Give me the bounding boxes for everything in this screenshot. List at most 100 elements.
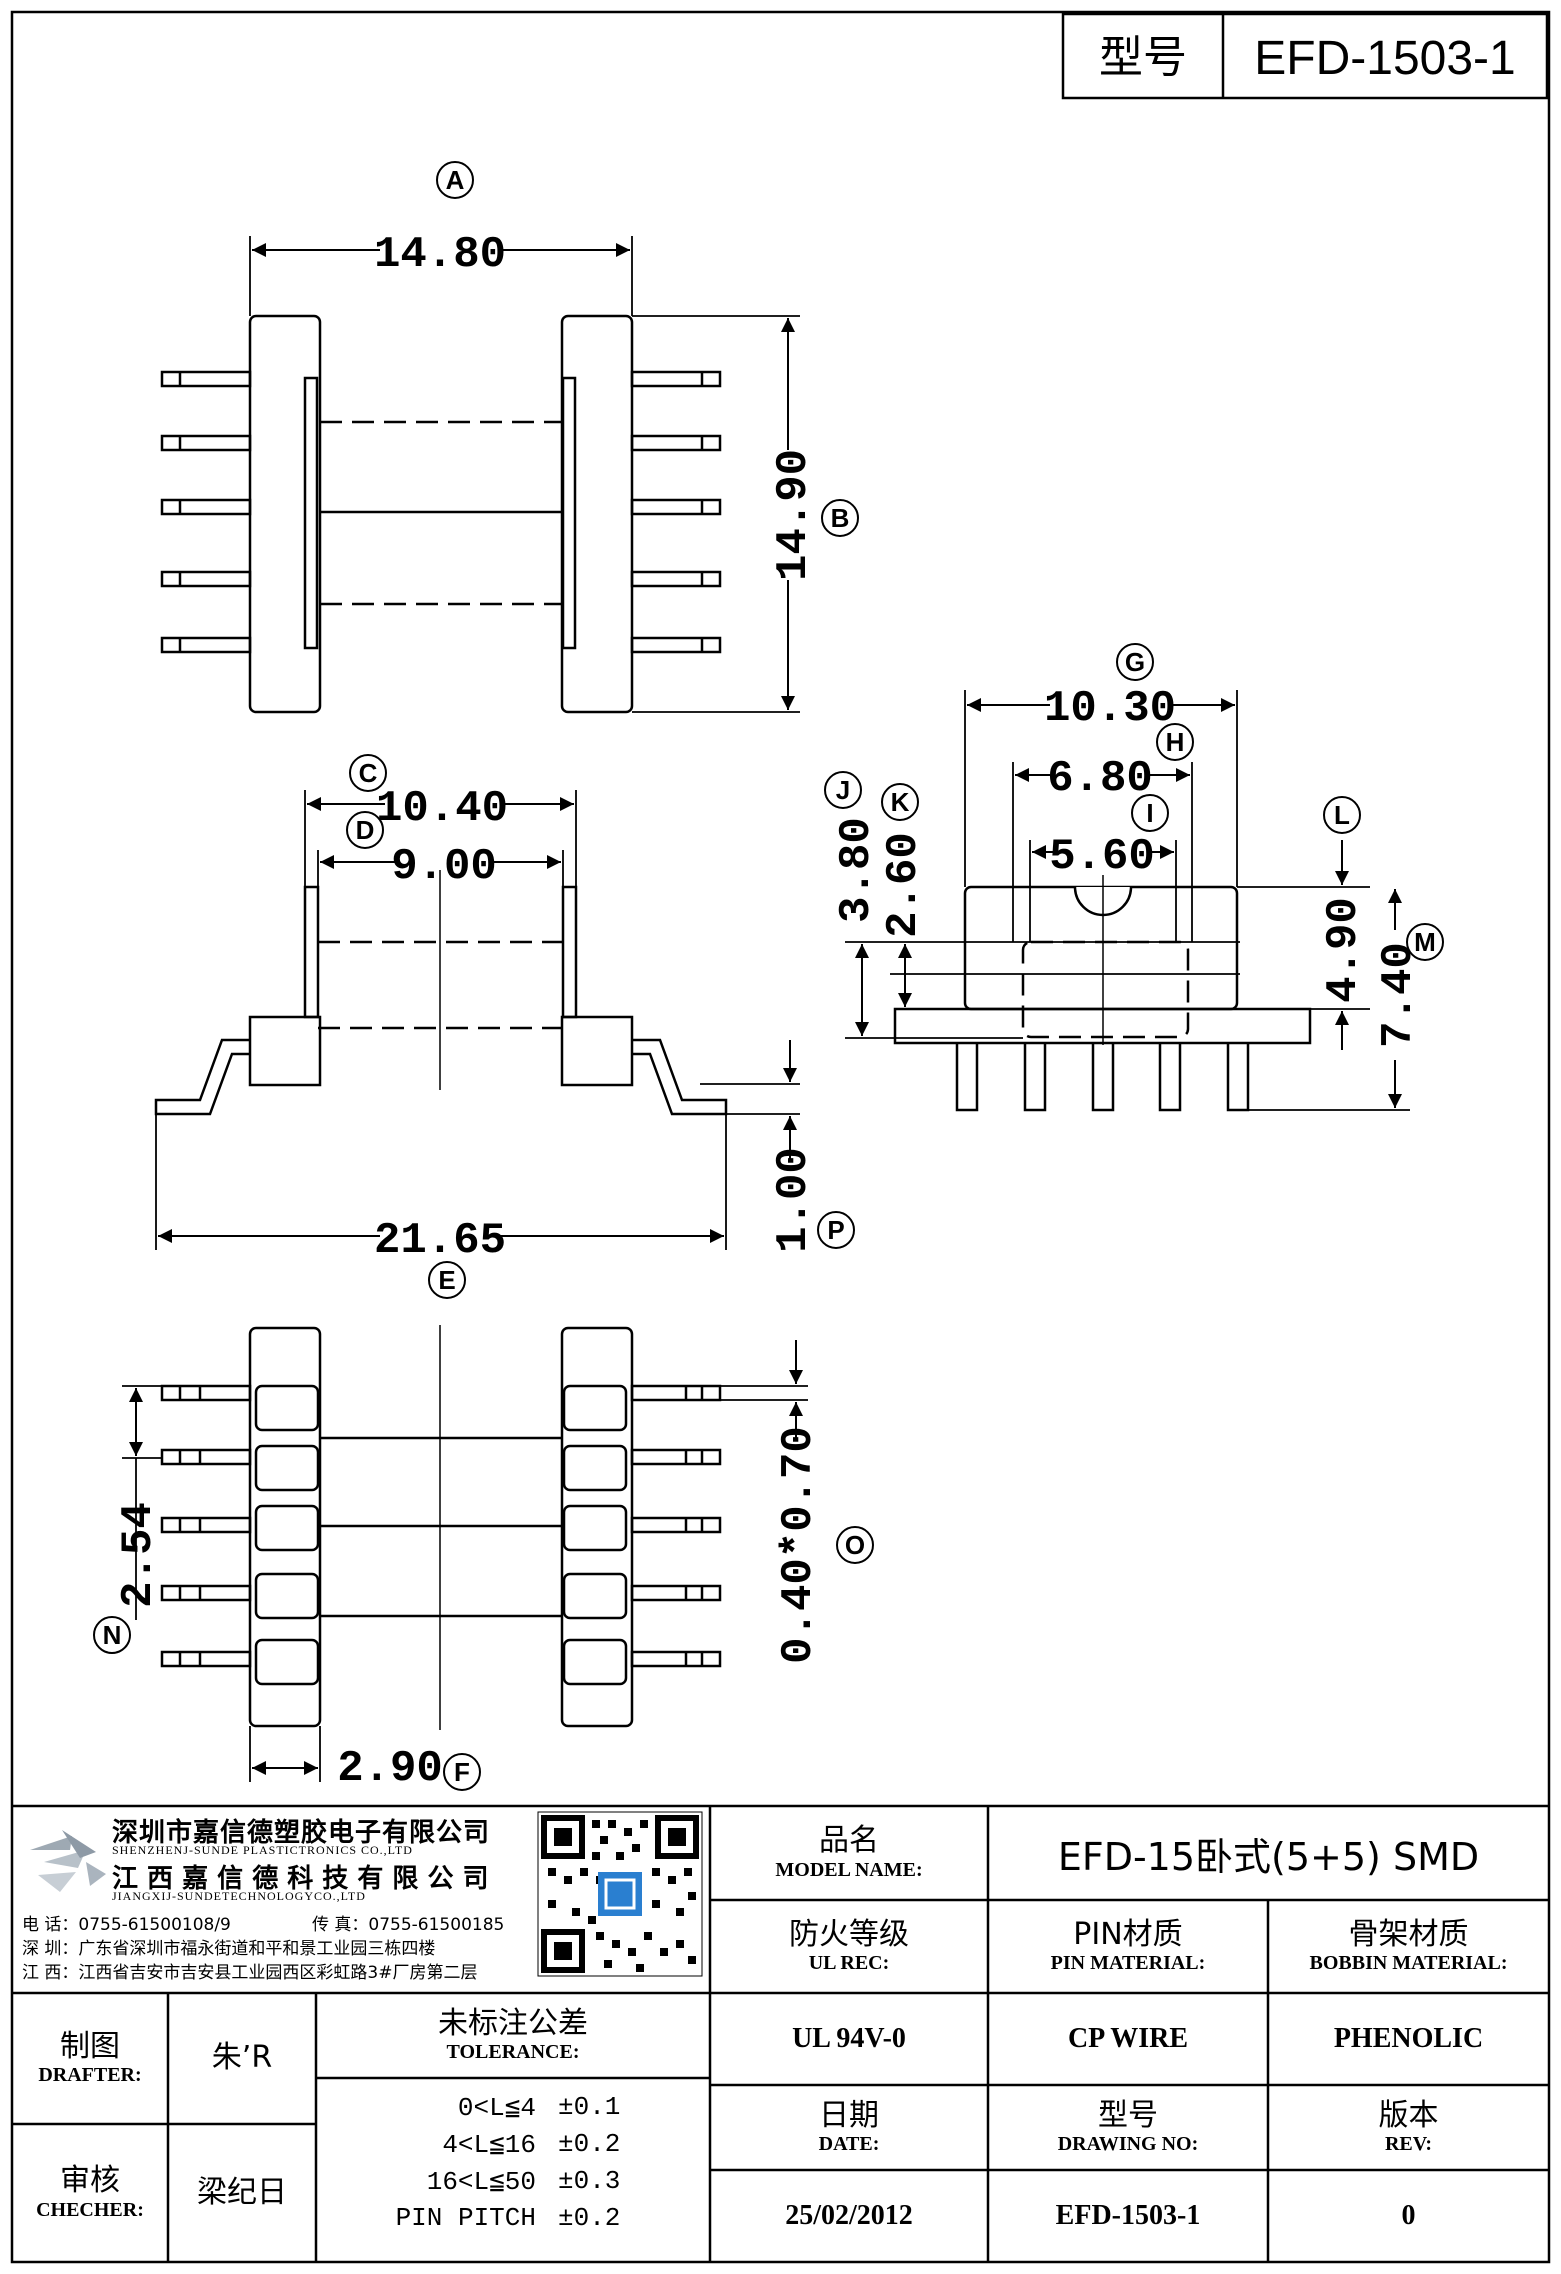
company-address-sz: 深 圳：广东省深圳市福永街道和平和景工业园三栋四楼 (22, 1939, 436, 1959)
model-name-value: EFD-15卧式(5+5) SMD (1057, 1834, 1480, 1879)
dim-P-value: 1.00 (769, 1147, 819, 1253)
bottom-view-pins-right (630, 1384, 722, 1668)
dim-B-tag: B (821, 499, 859, 537)
tolerance-value: ±0.1 (558, 2092, 621, 2122)
svg-text:H: H (1166, 727, 1185, 757)
date-label: 日期 DATE: (818, 2097, 880, 2156)
svg-text:L: L (1334, 800, 1350, 830)
dim-O-tag: O (836, 1526, 874, 1564)
company-name-sz: 深圳市嘉信德塑胶电子有限公司 (112, 1818, 491, 1848)
svg-text:F: F (454, 1757, 470, 1787)
tolerance-label: 未标注公差 TOLERANCE: (438, 2005, 588, 2064)
tolerance-range: PIN PITCH (395, 2203, 536, 2233)
dim-M-tag: M (1406, 923, 1444, 961)
dim-A-value: 14.80 (374, 230, 506, 280)
bobbin-material-value: PHENOLIC (1333, 2023, 1484, 2054)
dim-N-value: 2.54 (114, 1502, 164, 1608)
svg-text:B: B (831, 503, 850, 533)
model-name-label: 品名 MODEL NAME: (775, 1823, 923, 1881)
dim-I-tag: I (1131, 794, 1169, 832)
checker-label: 审核 CHECHER: (36, 2163, 144, 2221)
pin-material-label: PIN材质 PIN MATERIAL: (1050, 1916, 1206, 1975)
company-phone: 电 话：0755-61500108/9 (22, 1915, 231, 1935)
svg-text:J: J (836, 775, 850, 805)
dim-E-value: 21.65 (374, 1216, 506, 1266)
dim-C-value: 10.40 (376, 784, 508, 834)
header-model-value: EFD-1503-1 (1254, 32, 1515, 85)
svg-text:C: C (359, 758, 378, 788)
dim-H-value: 6.80 (1047, 754, 1153, 804)
svg-text:M: M (1414, 927, 1436, 957)
svg-text:N: N (103, 1620, 122, 1650)
dim-B-value: 14.90 (769, 449, 819, 581)
svg-text:D: D (356, 815, 375, 845)
svg-text:K: K (891, 787, 910, 817)
tolerance-range: 4<L≦16 (442, 2130, 536, 2160)
svg-text:O: O (845, 1530, 865, 1560)
dim-K-value: 2.60 (879, 832, 929, 938)
svg-text:G: G (1125, 647, 1145, 677)
tolerance-range: 16<L≦50 (426, 2167, 536, 2197)
dim-C-tag: C (349, 754, 387, 792)
drawing-no-label: 型号 DRAWING NO: (1057, 2097, 1199, 2156)
company-name-jx: 江 西 嘉 信 德 科 技 有 限 公 司 (112, 1864, 489, 1894)
svg-text:A: A (446, 165, 465, 195)
top-view (160, 236, 800, 714)
dim-N-tag: N (93, 1616, 131, 1654)
dim-J-value: 3.80 (832, 817, 882, 923)
dim-D-tag: D (346, 811, 384, 849)
dim-L-value: 4.90 (1319, 897, 1369, 1003)
ul-value: UL 94V-0 (792, 2023, 906, 2054)
dim-G-tag: G (1116, 643, 1154, 681)
dim-F-value: 2.90 (337, 1744, 443, 1794)
dim-M-value: 7.40 (1374, 942, 1424, 1048)
svg-text:P: P (827, 1215, 844, 1245)
dim-L-tag: L (1323, 796, 1361, 834)
dim-D-value: 9.00 (391, 842, 497, 892)
company-address-jx: 江 西：江西省吉安市吉安县工业园西区彩虹路3#厂房第二层 (22, 1963, 478, 1983)
dim-O-value: 0.40*0.70 (774, 1426, 824, 1664)
dim-E-tag: E (428, 1261, 466, 1299)
svg-text:I: I (1146, 798, 1153, 828)
front-view-pins (955, 1043, 1250, 1112)
dim-K-tag: K (881, 783, 919, 821)
company-logo (30, 1830, 106, 1892)
date-value: 25/02/2012 (785, 2200, 913, 2231)
sheet-border (10, 10, 1551, 2264)
dim-G-value: 10.30 (1044, 684, 1176, 734)
qr-code (537, 1811, 703, 1977)
rev-value: 0 (1401, 2200, 1416, 2231)
company-fax: 传 真：0755-61500185 (312, 1915, 505, 1935)
tolerance-range: 0<L≦4 (457, 2093, 536, 2123)
bottom-view-pins-left (160, 1384, 252, 1668)
drafter-label: 制图 DRAFTER: (38, 2028, 142, 2087)
tolerance-value: ±0.2 (558, 2129, 621, 2159)
bobbin-material-label: 骨架材质 BOBBIN MATERIAL: (1309, 1916, 1508, 1975)
bottom-view (122, 1325, 808, 1782)
title-block-grid (12, 1804, 1549, 2262)
drawing-no-value: EFD-1503-1 (1055, 2200, 1201, 2231)
side-view (154, 790, 800, 1250)
dim-A-tag: A (436, 161, 474, 199)
company-name-sz-en: SHENZHENJ-SUNDE PLASTICTRONICS CO.,LTD (112, 1843, 413, 1857)
dim-F-tag: F (443, 1753, 481, 1791)
header-box (1061, 12, 1549, 100)
pin-material-value: CP WIRE (1067, 2023, 1189, 2054)
dim-H-tag: H (1156, 723, 1194, 761)
ul-label: 防火等级 UL REC: (789, 1916, 909, 1975)
front-view (845, 690, 1410, 1112)
dim-P-tag: P (817, 1211, 855, 1249)
drafter-value: 朱’R (211, 2040, 273, 2076)
company-name-jx-en: JIANGXIJ-SUNDETECHNOLOGYCO.,LTD (112, 1889, 366, 1903)
top-view-pins-left (160, 370, 252, 654)
checker-value: 梁纪日 (197, 2174, 287, 2210)
rev-label: 版本 REV: (1378, 2097, 1439, 2156)
top-view-pins-right (630, 370, 722, 654)
dim-J-tag: J (824, 771, 862, 809)
tolerance-value: ±0.3 (558, 2166, 621, 2196)
tolerance-value: ±0.2 (558, 2203, 621, 2233)
dim-I-value: 5.60 (1049, 832, 1155, 882)
header-model-label: 型号 (1099, 32, 1187, 83)
svg-text:E: E (438, 1265, 455, 1295)
